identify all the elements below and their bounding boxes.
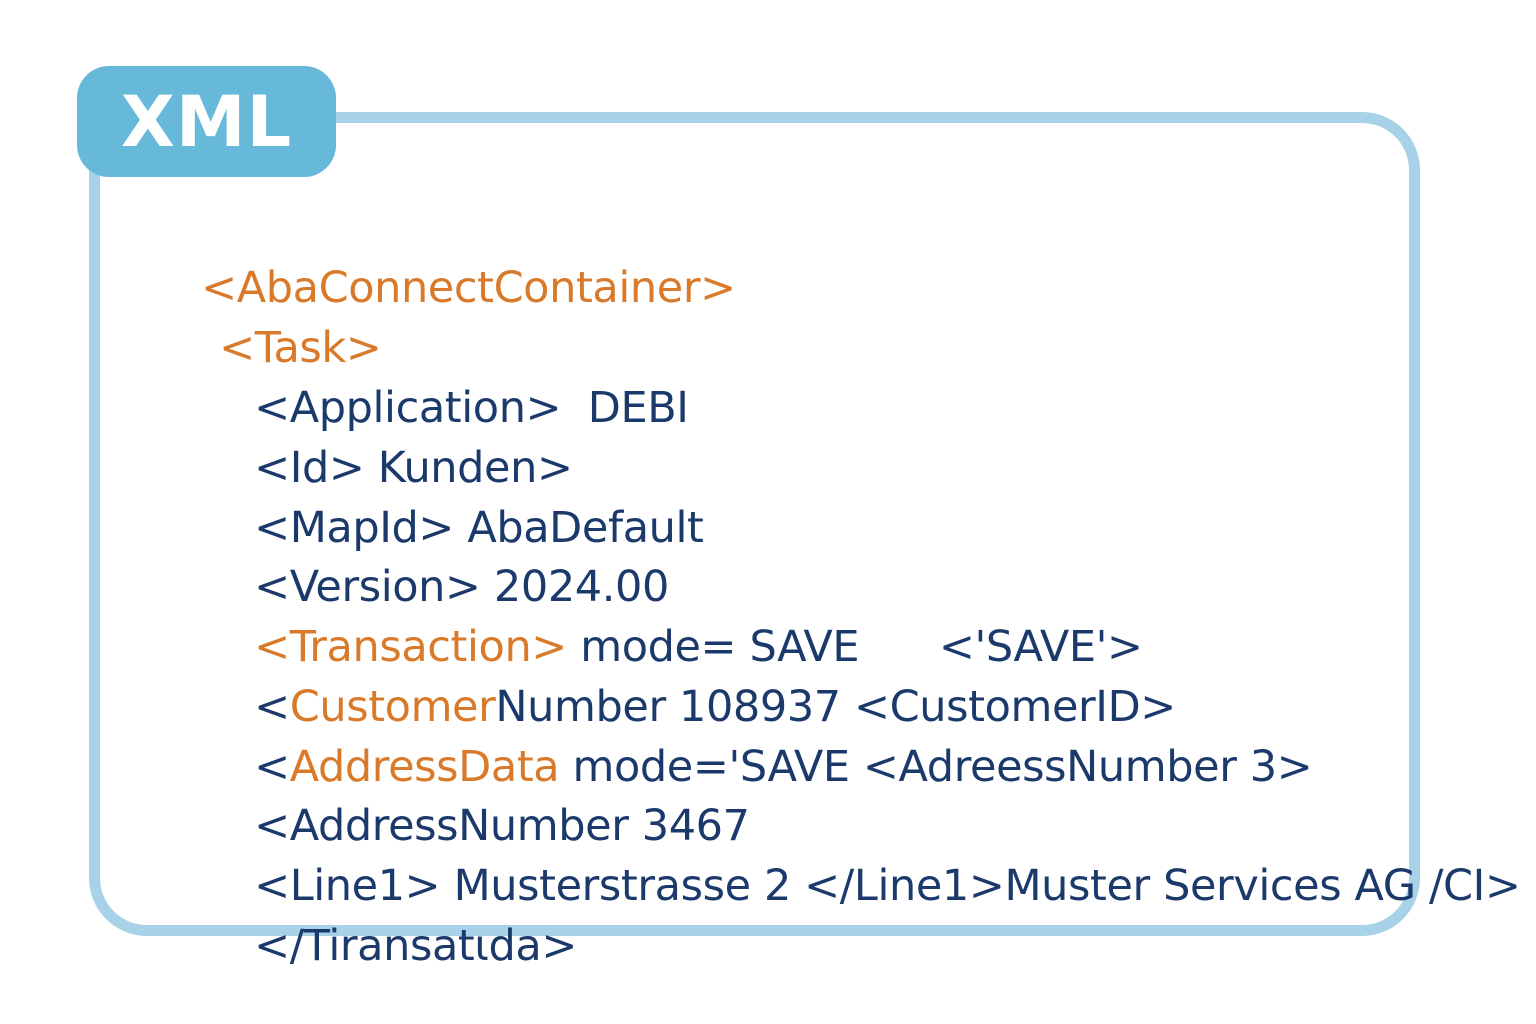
code-segment: <'SAVE'>	[859, 622, 1143, 672]
code-segment: <Transaction>	[254, 622, 567, 672]
code-line-application: <Application> DEBI	[201, 318, 689, 433]
code-segment: mode='SAVE <AdreessNumber 3>	[559, 742, 1313, 792]
code-segment: Number 108937 <CustomerID>	[495, 682, 1176, 732]
code-segment: Customer	[289, 682, 496, 732]
code-line-version: <Version> 2024.00	[201, 497, 669, 612]
code-segment: <	[254, 682, 290, 732]
code-line-abaconnectcontainer: <AbaConnectContainer>	[148, 198, 736, 313]
code-segment: <	[254, 742, 290, 792]
code-line-line1: <Line1> Musterstrasse 2 </Line1>Muster S…	[201, 796, 1521, 911]
code-segment: <Application> DEBI	[254, 383, 689, 433]
code-line-addressdata: <AddressData mode='SAVE <AdreessNumber 3…	[201, 677, 1313, 792]
code-segment: <AbaConnectContainer>	[201, 263, 736, 313]
code-segment: <AddressNumber 3467	[254, 801, 750, 851]
xml-badge-label: XML	[120, 80, 293, 163]
code-line-transaction: <Transaction> mode= SAVE <'SAVE'>	[201, 557, 1143, 672]
code-segment: <Task>	[219, 323, 382, 373]
code-segment: mode= SAVE	[566, 622, 860, 672]
code-segment: <MapId> AbaDefault	[254, 503, 704, 553]
code-line-customernumber: <CustomerNumber 108937 <CustomerID>	[201, 617, 1176, 732]
code-line-task: <Task>	[166, 258, 382, 373]
code-segment: AddressData	[289, 742, 560, 792]
code-line-closing-transaction: </Tiransatιda>	[201, 856, 577, 971]
code-line-addressnumber: <AddressNumber 3467	[201, 736, 750, 851]
code-segment: <Id> Kunden>	[254, 443, 573, 493]
code-line-mapid: <MapId> AbaDefault	[201, 438, 704, 553]
code-segment: <Version> 2024.00	[254, 562, 669, 612]
code-segment: <Line1> Musterstrasse 2 </Line1>Muster S…	[254, 861, 1521, 911]
code-segment: </Tiransatιda>	[254, 921, 578, 971]
code-line-id: <Id> Kunden>	[201, 378, 573, 493]
xml-badge: XML	[77, 66, 336, 177]
xml-code-frame	[89, 112, 1420, 936]
